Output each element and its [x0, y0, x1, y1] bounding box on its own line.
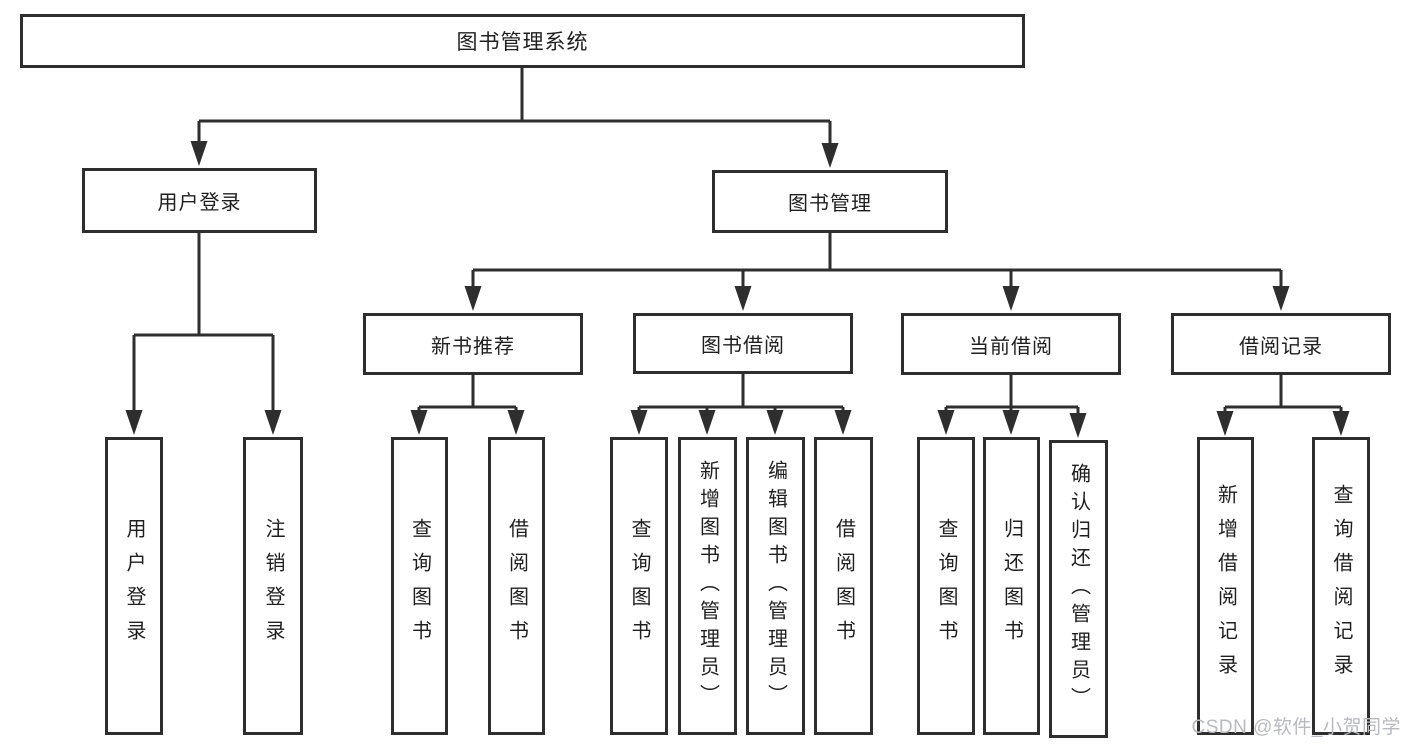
leaf-add-borrow-record: 新增借阅记录: [1197, 437, 1254, 735]
csdn-watermark: CSDN @软件_小贺同学: [1191, 717, 1401, 738]
leaf-label: 用户登录: [123, 518, 145, 654]
leaf-current-query-books: 查询图书: [917, 437, 975, 735]
node-borrowing-records: 借阅记录: [1171, 313, 1391, 375]
leaf-borrowing-query-books: 查询图书: [610, 437, 668, 735]
leaf-label: 查询图书: [408, 518, 431, 654]
node-book-management: 图书管理: [712, 170, 948, 233]
leaf-label: 确认归还（管理员）: [1067, 463, 1090, 715]
leaf-borrowing-borrow-books: 借阅图书: [814, 437, 873, 735]
node-label: 用户登录: [157, 192, 242, 214]
node-label: 新书推荐: [431, 335, 515, 358]
node-label: 图书借阅: [701, 335, 785, 357]
node-user-login: 用户登录: [82, 168, 317, 233]
leaf-label: 查询图书: [628, 518, 650, 654]
node-label: 图书管理系统: [456, 31, 589, 54]
leaf-label: 归还图书: [1000, 518, 1023, 654]
leaf-add-books-admin: 新增图书（管理员）: [678, 437, 737, 735]
node-new-book-recommend: 新书推荐: [363, 313, 583, 375]
leaf-label: 查询借阅记录: [1330, 484, 1352, 688]
leaf-recommend-borrow-books: 借阅图书: [488, 437, 545, 735]
node-library-management-system: 图书管理系统: [20, 14, 1025, 68]
node-current-borrowing: 当前借阅: [901, 313, 1121, 375]
node-label: 当前借阅: [969, 335, 1053, 358]
leaf-logout: 注销登录: [243, 437, 303, 735]
leaf-label: 新增借阅记录: [1214, 484, 1237, 688]
leaf-return-books: 归还图书: [983, 437, 1040, 735]
leaf-label: 新增图书（管理员）: [696, 460, 719, 712]
leaf-label: 查询图书: [935, 518, 957, 654]
leaf-recommend-query-books: 查询图书: [391, 437, 448, 735]
leaf-confirm-return-admin: 确认归还（管理员）: [1049, 440, 1108, 738]
leaf-query-borrow-record: 查询借阅记录: [1312, 437, 1370, 735]
leaf-label: 注销登录: [262, 518, 284, 654]
leaf-label: 编辑图书（管理员）: [764, 460, 787, 712]
leaf-edit-books-admin: 编辑图书（管理员）: [746, 437, 805, 735]
leaf-label: 借阅图书: [832, 518, 855, 654]
node-label: 图书管理: [788, 193, 872, 215]
node-book-borrowing: 图书借阅: [633, 313, 853, 374]
leaf-label: 借阅图书: [505, 518, 528, 654]
leaf-user-login: 用户登录: [105, 437, 163, 735]
node-label: 借阅记录: [1239, 335, 1323, 358]
